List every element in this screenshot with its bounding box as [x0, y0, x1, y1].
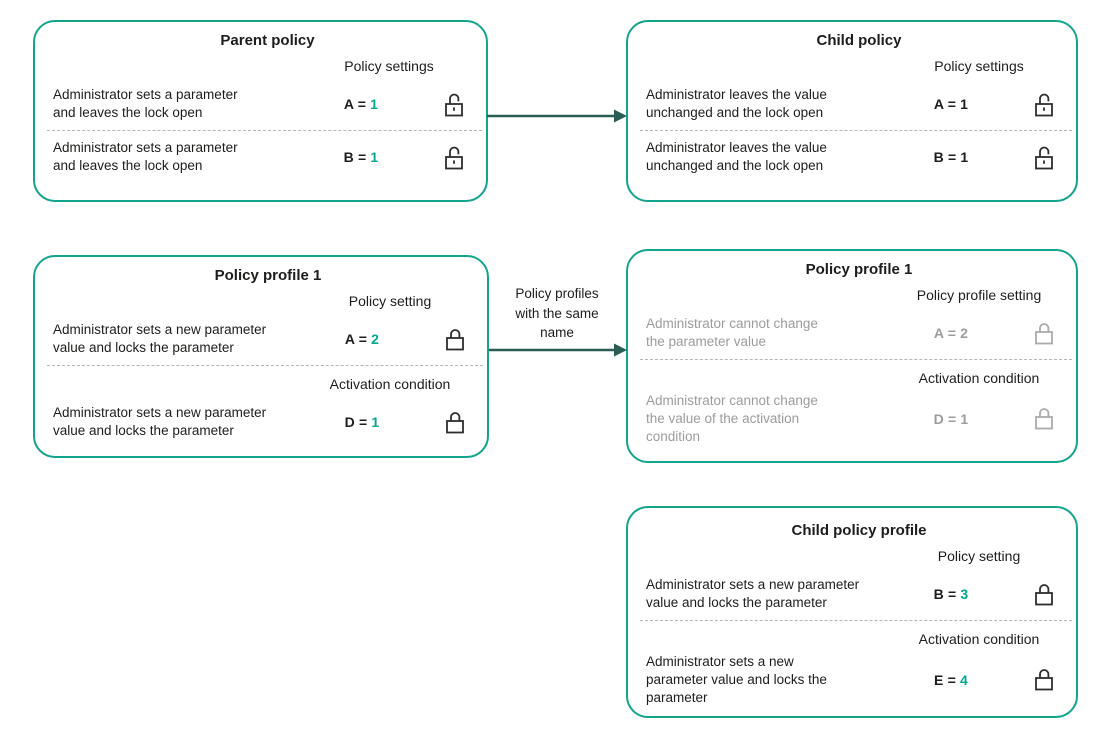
parameter-number: 1 [960, 410, 969, 427]
activation-condition-row: Administrator sets a new parameter value… [53, 398, 483, 446]
parameter-letter: A = [344, 331, 368, 347]
parameter-number: 2 [371, 331, 380, 347]
column-header-row: Policy settings [53, 50, 482, 80]
parameter-letter: B = [933, 586, 957, 602]
column-header: Activation condition [918, 631, 1040, 647]
row-divider [640, 359, 1072, 360]
parameter-value: D =1 [886, 411, 1016, 427]
column-header: Policy setting [348, 293, 432, 309]
box-title: Child policy [816, 32, 902, 49]
parameter-letter: A = [933, 325, 957, 341]
parameter-value: B =1 [296, 149, 426, 165]
row-description: Administrator leaves the value unchanged… [646, 140, 827, 173]
box-title: Child policy profile [791, 522, 927, 539]
open-lock-icon [1016, 91, 1072, 118]
row-description: Administrator sets a new parameter value… [53, 322, 267, 355]
column-header: Policy setting [937, 548, 1021, 564]
parameter-value: B =3 [886, 586, 1016, 602]
closed-lock-icon [427, 409, 483, 436]
row-description: Administrator sets a new parameter value… [53, 405, 267, 438]
column-header-row: Activation condition [53, 368, 483, 398]
column-header-row: Policy settings [646, 50, 1072, 80]
row-divider [640, 620, 1072, 621]
row-description: Administrator sets a parameter and leave… [53, 87, 238, 120]
parameter-letter: A = [343, 96, 367, 112]
parameter-value: B =1 [886, 149, 1016, 165]
column-header-row: Policy setting [646, 540, 1072, 570]
box-title: Policy profile 1 [805, 261, 913, 278]
policy-setting-row: Administrator sets a new parameter value… [53, 315, 483, 363]
column-header-row: Activation condition [646, 362, 1072, 392]
profile-to-profile-arrow [489, 343, 627, 357]
row-description: Administrator sets a new parameter value… [646, 577, 860, 610]
row-description: Administrator cannot change the paramete… [646, 316, 818, 349]
parameter-number: 1 [960, 96, 969, 112]
parameter-value: D =1 [297, 414, 427, 430]
parameter-letter: A = [933, 96, 957, 112]
column-header-row: Policy setting [53, 285, 483, 315]
column-header: Activation condition [918, 370, 1040, 386]
policy-profile-1-box: Policy profile 1 Policy setting Administ… [33, 255, 489, 458]
column-header: Activation condition [329, 376, 451, 392]
box-title: Parent policy [220, 32, 315, 49]
parameter-letter: D = [344, 414, 368, 430]
closed-lock-icon [1016, 320, 1072, 347]
open-lock-icon [1016, 144, 1072, 171]
parameter-letter: B = [343, 149, 367, 165]
row-description: Administrator cannot change the value of… [646, 393, 818, 444]
parameter-letter: E = [933, 671, 956, 688]
parent-to-child-arrow [487, 109, 627, 123]
parent-policy-box: Parent policy Policy settings Administra… [33, 20, 488, 202]
parameter-value: A =1 [886, 96, 1016, 112]
parameter-letter: B = [933, 149, 957, 165]
column-header: Policy profile setting [916, 287, 1042, 303]
policy-setting-row: Administrator sets a new parameter value… [646, 570, 1072, 618]
column-header: Policy settings [934, 58, 1024, 74]
parameter-number: 4 [960, 671, 968, 688]
parameter-number: 1 [371, 414, 380, 430]
row-divider [640, 130, 1072, 131]
closed-lock-icon [427, 326, 483, 353]
box-title: Policy profile 1 [214, 267, 322, 284]
parameter-number: 3 [960, 586, 969, 602]
row-description: Administrator sets a new parameter value… [646, 654, 827, 705]
parameter-number: 2 [960, 325, 969, 341]
policy-setting-row: Administrator sets a parameter and leave… [53, 80, 482, 128]
closed-lock-icon [1016, 666, 1072, 693]
parameter-value: E =4 [886, 672, 1016, 688]
closed-lock-icon [1016, 581, 1072, 608]
policy-setting-row: Administrator leaves the value unchanged… [646, 133, 1072, 181]
row-divider [47, 365, 483, 366]
parameter-value: A =2 [297, 331, 427, 347]
row-description: Administrator leaves the value unchanged… [646, 87, 827, 120]
row-description: Administrator sets a parameter and leave… [53, 140, 238, 173]
inherited-policy-profile-1-box: Policy profile 1 Policy profile setting … [626, 249, 1078, 463]
parameter-number: 1 [960, 149, 969, 165]
child-policy-profile-box: Child policy profile Policy setting Admi… [626, 506, 1078, 718]
activation-condition-row: Administrator cannot change the value of… [646, 392, 1072, 445]
policy-setting-row: Administrator cannot change the paramete… [646, 309, 1072, 357]
profile-arrow-label: Policy profiles with the same name [515, 286, 599, 341]
child-policy-box: Child policy Policy settings Administrat… [626, 20, 1078, 202]
policy-setting-row: Administrator leaves the value unchanged… [646, 80, 1072, 128]
parameter-number: 1 [370, 149, 379, 165]
parameter-letter: D = [933, 410, 957, 427]
open-lock-icon [426, 144, 482, 171]
policy-setting-row: Administrator sets a parameter and leave… [53, 133, 482, 181]
column-header: Policy settings [344, 58, 434, 74]
open-lock-icon [426, 91, 482, 118]
activation-condition-row: Administrator sets a new parameter value… [646, 653, 1072, 706]
row-divider [47, 130, 482, 131]
closed-lock-icon [1016, 405, 1072, 432]
parameter-number: 1 [370, 96, 379, 112]
column-header-row: Policy profile setting [646, 279, 1072, 309]
column-header-row: Activation condition [646, 623, 1072, 653]
parameter-value: A =1 [296, 96, 426, 112]
parameter-value: A =2 [886, 325, 1016, 341]
